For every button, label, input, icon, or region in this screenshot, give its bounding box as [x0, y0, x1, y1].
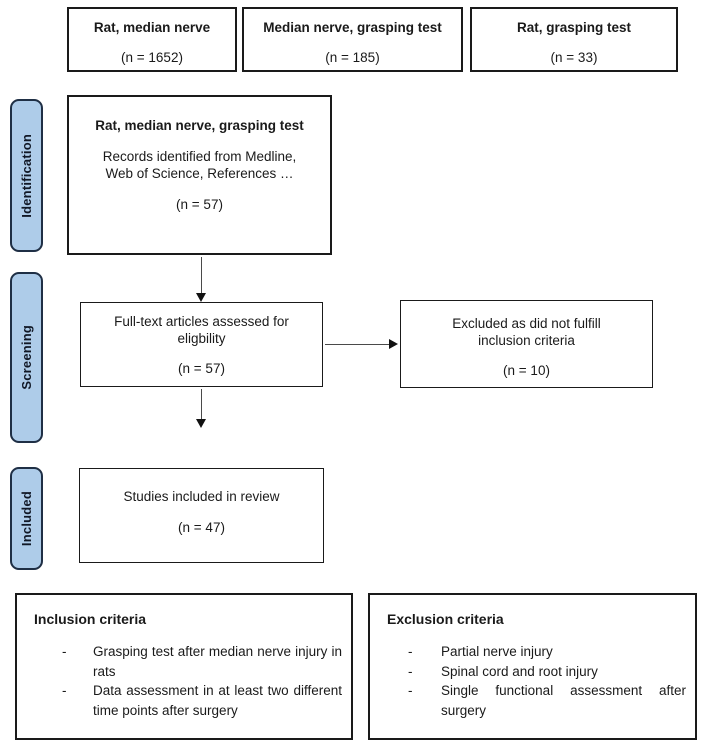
criteria-title: Exclusion criteria — [387, 611, 504, 627]
criteria-item-text: Single functional assessment after surge… — [441, 683, 686, 718]
stage-label-text: Identification — [19, 133, 34, 218]
arrow-down-line — [201, 389, 202, 420]
record-count: (n = 185) — [325, 50, 380, 65]
record-count: (n = 10) — [503, 363, 550, 378]
bullet-dash: - — [62, 683, 67, 699]
box-rat-median-nerve: Rat, median nerve (n = 1652) — [67, 7, 237, 72]
criteria-list: - Partial nerve injury - Spinal cord and… — [370, 642, 695, 720]
box-rat-grasping-test: Rat, grasping test (n = 33) — [470, 7, 678, 72]
arrow-down-head-icon — [196, 293, 206, 302]
box-title: Rat, median nerve — [93, 20, 211, 35]
record-count: (n = 33) — [550, 50, 598, 65]
box-body-line: Records identified from Medline, — [102, 149, 297, 164]
box-fulltext-assessed: Full-text articles assessed for eligbili… — [80, 302, 323, 387]
arrow-down-line — [201, 257, 202, 294]
box-body: Records identified from Medline, Web of … — [69, 148, 330, 182]
criteria-item-text: Partial nerve injury — [441, 644, 553, 660]
criteria-list: - Grasping test after median nerve injur… — [17, 642, 351, 720]
criteria-item: - Spinal cord and root injury — [408, 662, 686, 682]
stage-label-identification: Identification — [10, 99, 43, 252]
criteria-item-text: Spinal cord and root injury — [441, 663, 598, 679]
criteria-item: - Grasping test after median nerve injur… — [62, 642, 342, 681]
box-title: Median nerve, grasping test — [263, 20, 442, 35]
record-count: (n = 1652) — [121, 50, 183, 65]
arrow-right-line — [325, 344, 389, 345]
box-body: Full-text articles assessed for eligbili… — [81, 313, 322, 347]
box-median-nerve-grasping-test: Median nerve, grasping test (n = 185) — [242, 7, 463, 72]
criteria-item: - Data assessment in at least two differ… — [62, 681, 342, 720]
box-records-identified: Rat, median nerve, grasping test Records… — [67, 95, 332, 255]
box-body-line: Studies included in review — [123, 489, 280, 504]
bullet-dash: - — [62, 644, 67, 660]
arrow-right-head-icon — [389, 339, 398, 349]
box-body-line: Full-text articles assessed for — [114, 314, 289, 329]
record-count: (n = 57) — [176, 197, 223, 212]
criteria-item: - Partial nerve injury — [408, 642, 686, 662]
box-body-line: Excluded as did not fulfill — [452, 316, 601, 331]
stage-label-text: Included — [19, 490, 34, 547]
box-body-line: eligbility — [177, 331, 226, 346]
criteria-item: - Single functional assessment after sur… — [408, 681, 686, 720]
stage-label-included: Included — [10, 467, 43, 570]
record-count: (n = 57) — [178, 361, 225, 376]
bullet-dash: - — [408, 663, 413, 679]
record-count: (n = 47) — [178, 520, 225, 535]
box-title: Rat, median nerve, grasping test — [95, 118, 304, 133]
criteria-title: Inclusion criteria — [34, 611, 147, 627]
box-excluded: Excluded as did not fulfill inclusion cr… — [400, 300, 653, 388]
bullet-dash: - — [408, 683, 413, 699]
box-title: Rat, grasping test — [516, 20, 632, 35]
stage-label-text: Screening — [19, 325, 34, 390]
box-body: Excluded as did not fulfill inclusion cr… — [401, 315, 652, 349]
box-inclusion-criteria: Inclusion criteria - Grasping test after… — [15, 593, 353, 740]
bullet-dash: - — [408, 644, 413, 660]
box-body-line: inclusion criteria — [478, 333, 575, 348]
arrow-down-head-icon — [196, 419, 206, 428]
box-body-line: Web of Science, References … — [105, 166, 294, 181]
criteria-item-text: Data assessment in at least two differen… — [93, 683, 342, 718]
box-studies-included: Studies included in review (n = 47) — [79, 468, 324, 563]
stage-label-screening: Screening — [10, 272, 43, 443]
criteria-item-text: Grasping test after median nerve injury … — [93, 644, 342, 679]
box-exclusion-criteria: Exclusion criteria - Partial nerve injur… — [368, 593, 697, 740]
